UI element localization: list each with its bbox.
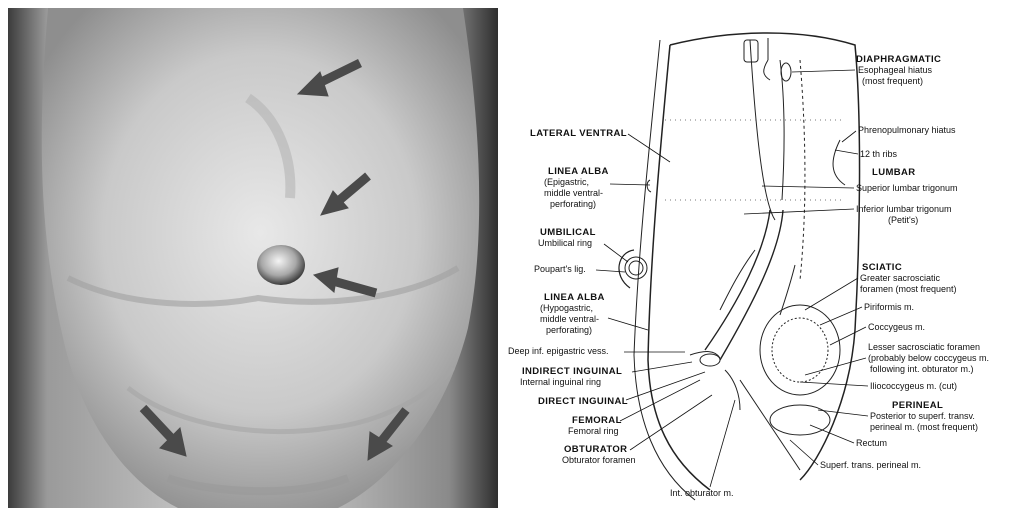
label-phrenopulmonary-hiatus: Phrenopulmonary hiatus	[858, 125, 956, 135]
label-indirect-inguinal-title: INDIRECT INGUINAL	[522, 366, 622, 377]
label-sciatic-l1: Greater sacrosciatic	[860, 273, 941, 283]
label-inferior-lumbar-trigonum-l1: Inferior lumbar trigonum	[856, 204, 952, 214]
label-12th-ribs: 12 th ribs	[860, 149, 898, 159]
label-diaphragmatic-title: DIAPHRAGMATIC	[856, 54, 941, 65]
label-linea-alba-hypogastric-l1: (Hypogastric,	[540, 303, 593, 313]
body-wall-outline	[619, 33, 860, 500]
label-lesser-sacrosciatic-l1: Lesser sacrosciatic foramen	[868, 342, 980, 352]
label-diaphragmatic-l1: Esophageal hiatus	[858, 65, 933, 75]
label-femoral-title: FEMORAL	[572, 415, 622, 426]
label-umbilical-sub: Umbilical ring	[538, 238, 592, 248]
label-iliococcygeus: Iliococcygeus m. (cut)	[870, 381, 957, 391]
label-lumbar-title: LUMBAR	[872, 167, 916, 178]
label-int-obturator: Int. obturator m.	[670, 488, 734, 498]
label-coccygeus: Coccygeus m.	[868, 322, 925, 332]
label-linea-alba-epigastric-l1: (Epigastric,	[544, 177, 589, 187]
label-superior-lumbar-trigonum: Superior lumbar trigonum	[856, 183, 958, 193]
label-sciatic-l2: foramen (most frequent)	[860, 284, 957, 294]
label-obturator-title: OBTURATOR	[564, 444, 627, 455]
label-linea-alba-hypogastric-title: LINEA ALBA	[544, 292, 605, 303]
label-perineal-title: PERINEAL	[892, 400, 943, 411]
label-perineal-l1: Posterior to superf. transv.	[870, 411, 975, 421]
label-linea-alba-epigastric-title: LINEA ALBA	[548, 166, 609, 177]
label-inferior-lumbar-trigonum-l2: (Petit's)	[888, 215, 918, 225]
label-linea-alba-hypogastric-l3: perforating)	[546, 325, 592, 335]
label-umbilical-title: UMBILICAL	[540, 227, 596, 238]
label-direct-inguinal: DIRECT INGUINAL	[538, 396, 628, 407]
label-obturator-sub: Obturator foramen	[562, 455, 636, 465]
label-pouparts-lig: Poupart's lig.	[534, 264, 586, 274]
label-linea-alba-epigastric-l2: middle ventral-	[544, 188, 603, 198]
label-linea-alba-hypogastric-l2: middle ventral-	[540, 314, 599, 324]
hernia-sites-diagram: LATERAL VENTRAL LINEA ALBA (Epigastric, …	[500, 0, 1019, 511]
label-sciatic-title: SCIATIC	[862, 262, 902, 273]
label-rectum: Rectum	[856, 438, 887, 448]
label-diaphragmatic-l2: (most frequent)	[862, 76, 923, 86]
label-piriformis: Piriformis m.	[864, 302, 914, 312]
label-linea-alba-epigastric-l3: perforating)	[550, 199, 596, 209]
label-lateral-ventral: LATERAL VENTRAL	[530, 128, 627, 139]
label-lesser-sacrosciatic-l3: following int. obturator m.)	[870, 364, 974, 374]
label-superf-trans-perineal: Superf. trans. perineal m.	[820, 460, 921, 470]
label-lesser-sacrosciatic-l2: (probably below coccygeus m.	[868, 353, 989, 363]
right-labels: DIAPHRAGMATIC Esophageal hiatus (most fr…	[744, 54, 989, 470]
label-perineal-l2: perineal m. (most frequent)	[870, 422, 978, 432]
label-deep-inf-epigastric: Deep inf. epigastric vess.	[508, 346, 609, 356]
left-labels: LATERAL VENTRAL LINEA ALBA (Epigastric, …	[508, 128, 735, 498]
label-indirect-inguinal-sub: Internal inguinal ring	[520, 377, 601, 387]
label-femoral-sub: Femoral ring	[568, 426, 619, 436]
umbilical-hernia-bulge	[257, 245, 305, 285]
abdomen-photo	[8, 8, 498, 508]
